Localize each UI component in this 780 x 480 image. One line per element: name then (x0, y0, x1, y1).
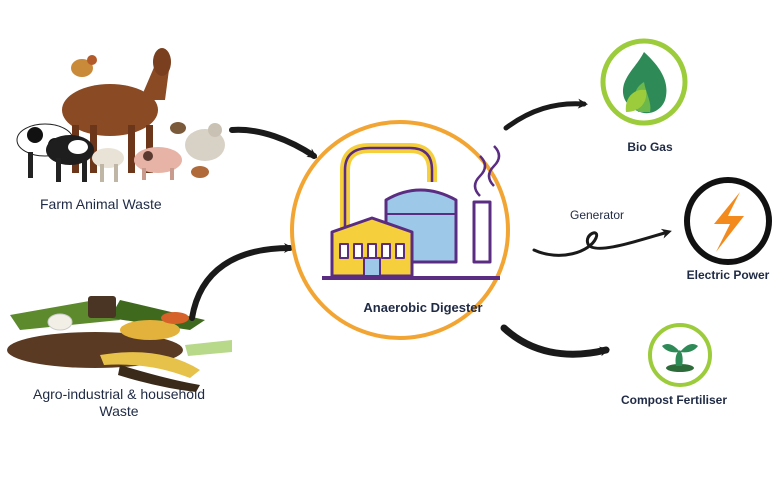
farm-animals-illustration (16, 48, 225, 182)
digester-plant-icon (322, 143, 501, 280)
arrow-farm-to-digester (229, 126, 318, 159)
agro-waste-label: Agro-industrial & household Waste (8, 386, 230, 420)
arrow-to-biogas (503, 98, 588, 131)
electric-power-icon (684, 177, 772, 265)
agro-waste-label-line2: Waste (99, 403, 139, 419)
arrow-agro-to-digester (189, 243, 294, 321)
anaerobic-digester-label: Anaerobic Digester (363, 300, 483, 315)
arrow-to-generator (532, 228, 672, 257)
compost-icon (648, 323, 712, 387)
generator-label: Generator (570, 208, 625, 222)
agro-waste-illustration (7, 296, 232, 392)
compost-fertiliser-label: Compost Fertiliser (620, 393, 728, 407)
biogas-label: Bio Gas (627, 140, 673, 154)
arrow-to-compost (500, 324, 610, 358)
biogas-icon (600, 38, 688, 126)
farm-animal-waste-label: Farm Animal Waste (40, 196, 162, 212)
electric-power-label: Electric Power (686, 268, 770, 282)
agro-waste-label-line1: Agro-industrial & household (33, 386, 205, 402)
